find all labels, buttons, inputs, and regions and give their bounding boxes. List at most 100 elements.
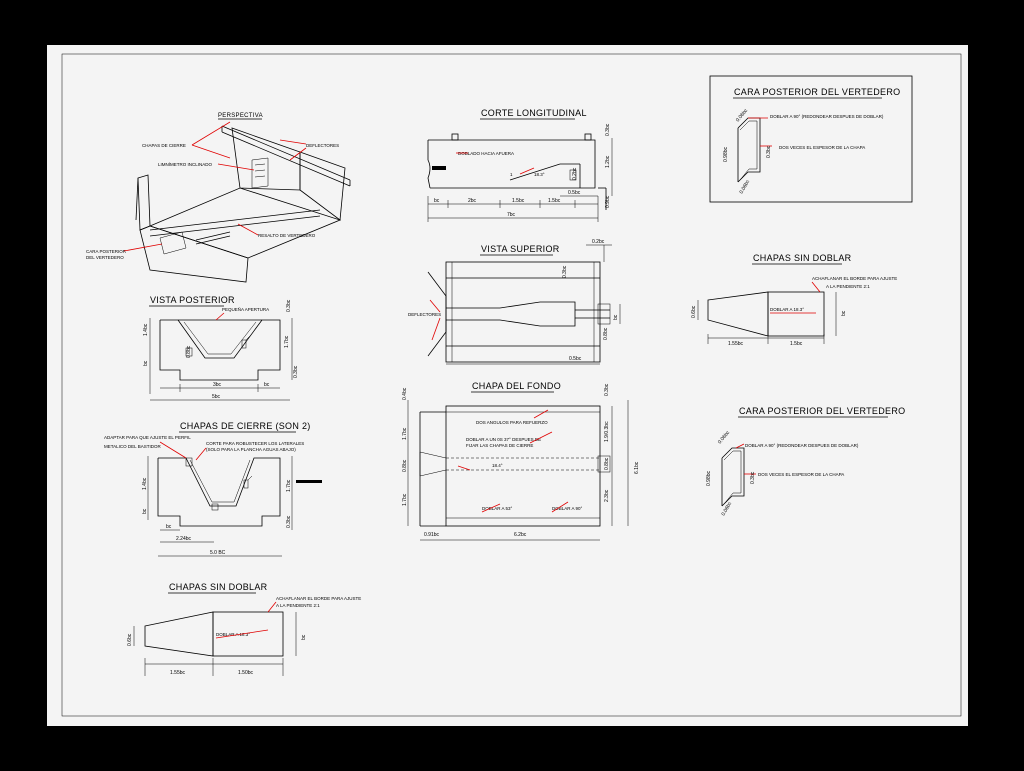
leader-line — [215, 312, 225, 321]
vista-posterior-pequena: PEQUEÑA APERTURA — [222, 306, 269, 312]
cierre-dim-low: bc — [142, 508, 148, 514]
perspectiva-title: PERSPECTIVA — [218, 113, 263, 119]
vista-posterior-title: VISTA POSTERIOR — [150, 295, 235, 305]
fondo-dim-bottom: 6.2bc — [514, 532, 527, 538]
corte-dim-top: 0.3bc — [605, 123, 611, 136]
vista-posterior-dim-low: bc — [143, 360, 149, 366]
chapas-right-dim-left: 0.6bc — [691, 305, 697, 318]
leader-line — [191, 121, 231, 146]
fondo-dim-r-top: 0.3bc — [604, 383, 610, 396]
chapas-left-achaflanar-2: A LA PENDIENTE 2:1 — [276, 603, 320, 608]
vista-superior-dim-mid: 0.8bc — [603, 327, 609, 340]
chapas-left-dim-left: 0.6bc — [127, 633, 133, 646]
drawing-sheet — [47, 45, 968, 726]
perspectiva-label-cara-posterior-1: CARA POSTERIOR — [86, 249, 127, 254]
vista-superior-dim-right: bc — [613, 314, 619, 320]
cara-box-dim-4: 0.3bc — [766, 145, 772, 158]
chapas-sin-doblar-left-view: CHAPAS SIN DOBLAR ACHAFLANAR EL BORDE PA… — [127, 582, 361, 676]
fondo-doblar-90: DOBLAR A 90° — [552, 506, 583, 511]
cierre-dim-left: 1.4bc — [142, 477, 148, 490]
detail-box-frame — [709, 75, 913, 203]
fondo-dim-l1: 1.7bc — [402, 427, 408, 440]
perspectiva-label-chapas-cierre: CHAPAS DE CIERRE — [142, 143, 186, 148]
chapas-sin-doblar-right-title: CHAPAS SIN DOBLAR — [753, 253, 852, 263]
fondo-dos-angulos: DOS ANGULOS PARA REFUERZO — [476, 420, 548, 425]
perspectiva-label-deflectores: DEFLECTORES — [306, 143, 339, 148]
vista-posterior-dim-total: 5bc — [212, 394, 221, 400]
vista-superior-dim-bottom: 0.5bc — [569, 356, 582, 362]
corte-dim-1: bc — [434, 198, 440, 204]
corte-angle-label: 18.3° — [534, 172, 545, 177]
chapas-right-achaflanar-1: ACHAFLANAR EL BORDE PARA AJUSTE — [812, 276, 897, 281]
vista-superior-dim-left: 0.3bc — [562, 265, 568, 278]
chapas-right-doblar: DOBLAR A 18.3° — [770, 307, 804, 312]
leader-line — [811, 281, 821, 293]
leader-line — [289, 147, 307, 161]
sheet-frame — [61, 53, 962, 717]
chapas-sin-doblar-left-title: CHAPAS SIN DOBLAR — [169, 582, 268, 592]
fondo-angle: 18.4° — [492, 463, 503, 468]
perspectiva-label-limnimetro: LIMNÍMETRO INCLINADO — [158, 161, 213, 167]
blank-plate-rect — [767, 291, 825, 337]
perspectiva-label-resalto: RESALTO DE VERTEDERO — [258, 233, 316, 238]
fondo-dim-top: 0.4bc — [402, 387, 408, 400]
rear-view-outline — [159, 319, 281, 381]
fondo-dim-total-right: 6.1bc — [634, 461, 640, 474]
closure-plate-outline — [157, 457, 322, 527]
flume-perspective-sketch — [135, 125, 351, 283]
cara-posterior-sketch — [737, 117, 761, 183]
cierre-dim-right: 1.7bc — [286, 479, 292, 492]
leader-line — [429, 299, 441, 313]
fondo-dim-l2: 0.8bc — [402, 459, 408, 472]
fondo-dim-l3: 1.7bc — [402, 493, 408, 506]
cara-right-dim-4: 0.3bc — [750, 471, 756, 484]
leader-line — [551, 501, 569, 513]
corte-dim-right: 1.2bc — [605, 155, 611, 168]
chapas-right-dim-2: 1.5bc — [790, 341, 803, 347]
cierre-dim-bc: bc — [166, 524, 172, 530]
leader-line — [195, 447, 207, 461]
corte-longitudinal-view: CORTE LONGITUDINAL DOBLADO HACIA AFUERA … — [427, 108, 613, 222]
vista-posterior-dim-top: 0.3bc — [286, 299, 292, 312]
leader-line — [431, 317, 441, 341]
perspectiva-label-cara-posterior-2: DEL VERTEDERO — [86, 255, 124, 260]
vista-posterior-dim-small: 0.3bc — [293, 365, 299, 378]
vista-posterior-dim-base: 3bc — [213, 382, 222, 388]
vista-posterior-dim-right: 1.7bc — [284, 335, 290, 348]
corte-doblado-label: DOBLADO HACIA AFUERA — [458, 151, 514, 156]
chapas-left-doblar: DOBLAR A 18.3° — [216, 632, 250, 637]
cara-box-doblar: DOBLAR A 90° (REDONDEAR DESPUES DE DOBLA… — [770, 114, 884, 119]
leader-line — [191, 144, 231, 159]
perspectiva-view: PERSPECTIVA CHAPAS DE CIERRE — [86, 113, 351, 283]
chapas-left-achaflanar-1: ACHAFLANAR EL BORDE PARA AJUSTE — [276, 596, 361, 601]
frame-profile-bar — [296, 480, 322, 483]
corte-dim-total: 7bc — [507, 212, 516, 218]
vista-superior-dim-top: 0.2bc — [592, 239, 605, 245]
blank-plate-rect — [212, 611, 284, 657]
cara-right-dim-3: 0.98bc — [706, 470, 712, 486]
leader-line — [533, 409, 549, 419]
cara-posterior-box-title: CARA POSTERIOR DEL VERTEDERO — [734, 87, 900, 97]
leader-line — [237, 223, 259, 236]
vista-posterior-view: VISTA POSTERIOR PEQUEÑA APERTURA 0.3bc 1… — [143, 295, 299, 401]
leader-line — [267, 601, 277, 613]
leader-line — [519, 167, 535, 175]
vista-posterior-dims — [149, 318, 293, 401]
vista-posterior-dim-inner: 0.8bc — [186, 345, 192, 358]
corte-longitudinal-title: CORTE LONGITUDINAL — [481, 108, 587, 118]
vista-superior-view: VISTA SUPERIOR DEFLECTORES 0.2bc 0.3bc b… — [408, 239, 621, 365]
cierre-dim-small: 0.3bc — [286, 515, 292, 528]
top-view-outline — [427, 244, 621, 365]
cara-posterior-right-title: CARA POSTERIOR DEL VERTEDERO — [739, 406, 905, 416]
fondo-dim-r1: 1.9/0.3bc — [604, 421, 610, 442]
leader-line — [481, 503, 501, 513]
fondo-dim-bottom-left: 0.91bc — [424, 532, 440, 538]
corte-dim-low: 0.5bc — [568, 190, 581, 196]
cierre-corte-1: CORTE PARA ROBUSTECER LOS LATERALES — [206, 441, 304, 446]
vista-superior-title: VISTA SUPERIOR — [481, 244, 560, 254]
fondo-doblar-37-2: FIJAR LAS CHAPAS DE CIERRE — [466, 443, 533, 448]
cierre-adaptar-1: ADAPTAR PARA QUE AJUSTE EL PERFIL — [104, 435, 191, 440]
chapa-del-fondo-title: CHAPA DEL FONDO — [472, 381, 561, 391]
leader-line — [279, 139, 307, 145]
bottom-plate-outline — [407, 400, 629, 541]
